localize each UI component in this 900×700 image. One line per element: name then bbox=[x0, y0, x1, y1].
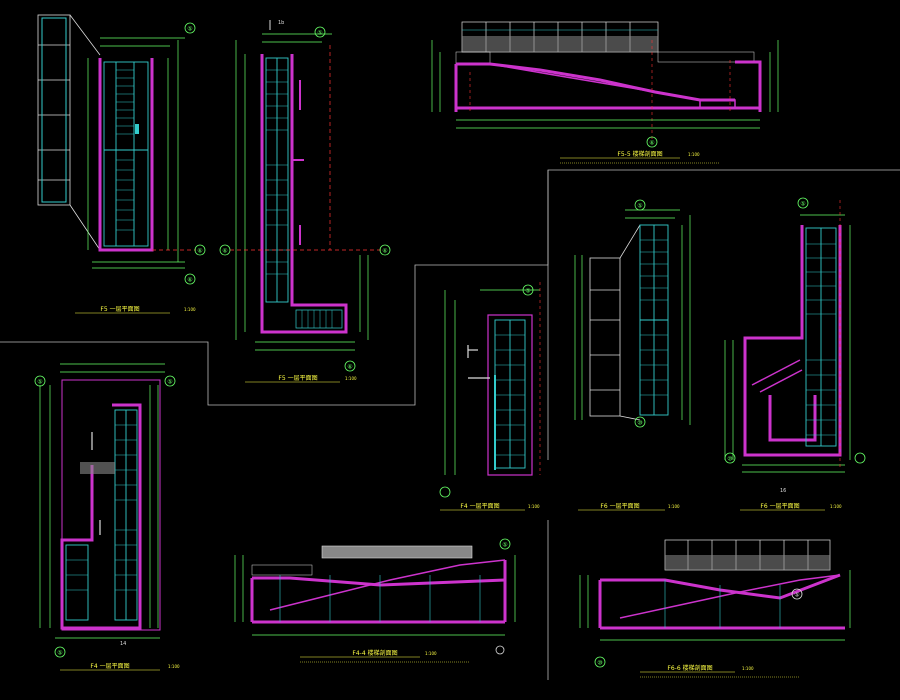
view-caption: F5 一层平面图 bbox=[278, 375, 317, 382]
axis-bottom-f6-2: ⑩ bbox=[727, 456, 732, 463]
view-caption: F6-6 楼梯剖面图 bbox=[667, 664, 712, 672]
view-f4-first-plan: ⑤ ⑤ ⑤ 14 F4 一层平面图 1:100 bbox=[34, 363, 180, 671]
axis-top-f4-central: ⑤ bbox=[525, 288, 530, 295]
axis-top-f5-1: ⑤ bbox=[187, 26, 192, 33]
sheet-dividers bbox=[0, 169, 900, 680]
view-caption: F5-5 楼梯剖面图 bbox=[617, 150, 662, 158]
view-scale: 1:100 bbox=[830, 504, 842, 509]
section-mark-f4: ⑤ bbox=[502, 542, 507, 549]
axis-top-f6-2: ⑤ bbox=[800, 201, 805, 208]
view-caption: F5 一层平面图 bbox=[100, 306, 139, 313]
view-f4-section: ⑤ F4-4 楼梯剖面图 1:100 bbox=[234, 538, 516, 663]
view-scale: 1:100 bbox=[345, 376, 357, 381]
axis-right-f5-1: ⑥ bbox=[197, 248, 202, 255]
view-scale: 1:100 bbox=[168, 664, 180, 669]
view-f6-section: ⑩ ⑤ F6-6 楼梯剖面图 1:100 bbox=[579, 539, 851, 678]
axis-left-f5-2: ⑥ bbox=[222, 248, 227, 255]
axis-top-f4-plan: ⑤ bbox=[37, 379, 42, 386]
view-scale: 1:100 bbox=[528, 504, 540, 509]
axis-bottom-f5-2: ⑥ bbox=[347, 364, 352, 371]
section-mark: 1b bbox=[278, 20, 284, 26]
axis-bottom-f5-sec: ⑥ bbox=[649, 140, 654, 147]
view-scale: 1:100 bbox=[184, 307, 196, 312]
view-f5-first-floor-plan: ⑤ ⑥ ⑥ F5 一层平面图 1:100 bbox=[37, 14, 206, 314]
axis-bottom-f6-1: ⑩ bbox=[637, 420, 642, 427]
view-f6-second-plan: ⑤ ⑩ 16 F6 一层平面图 1:100 bbox=[724, 197, 866, 511]
view-caption: F6 一层平面图 bbox=[760, 503, 799, 510]
view-scale: 1:100 bbox=[425, 651, 437, 656]
section-mark: 16 bbox=[780, 488, 786, 494]
axis-right-f5-2: ⑥ bbox=[382, 248, 387, 255]
axis-bottom-f5-1: ⑥ bbox=[187, 277, 192, 284]
axis-bottom-f4-plan: ⑤ bbox=[57, 650, 62, 657]
view-f6-first-plan: ⑤ ⑩ F6 一层平面图 1:100 bbox=[574, 199, 691, 511]
view-f5-section: ⑥ F5-5 楼梯剖面图 1:100 bbox=[431, 21, 779, 164]
view-caption: F4-4 楼梯剖面图 bbox=[352, 649, 397, 657]
section-mark: 14 bbox=[120, 641, 126, 647]
view-scale: 1:100 bbox=[742, 666, 754, 671]
view-f5-second-plan: ⑤ ⑥ ⑥ ⑥ 1b F5 一层平面图 1:100 bbox=[219, 20, 391, 383]
roof-block bbox=[321, 545, 473, 559]
view-scale: 1:100 bbox=[688, 152, 700, 157]
view-caption: F4 一层平面图 bbox=[90, 663, 129, 670]
view-caption: F6 一层平面图 bbox=[600, 503, 639, 510]
view-f4-central-plan: ⑤ F4 一层平面图 1:100 bbox=[439, 282, 541, 511]
stair-treads bbox=[116, 69, 134, 231]
section-mark-f6: ⑤ bbox=[794, 592, 799, 599]
view-scale: 1:100 bbox=[668, 504, 680, 509]
axis-right-f4-plan: ⑤ bbox=[167, 379, 172, 386]
axis-top-f6-1: ⑤ bbox=[637, 203, 642, 210]
axis-top-f5-2: ⑤ bbox=[317, 30, 322, 37]
axis-bottom-f6-sec: ⑩ bbox=[597, 660, 602, 667]
view-caption: F4 一层平面图 bbox=[460, 503, 499, 510]
